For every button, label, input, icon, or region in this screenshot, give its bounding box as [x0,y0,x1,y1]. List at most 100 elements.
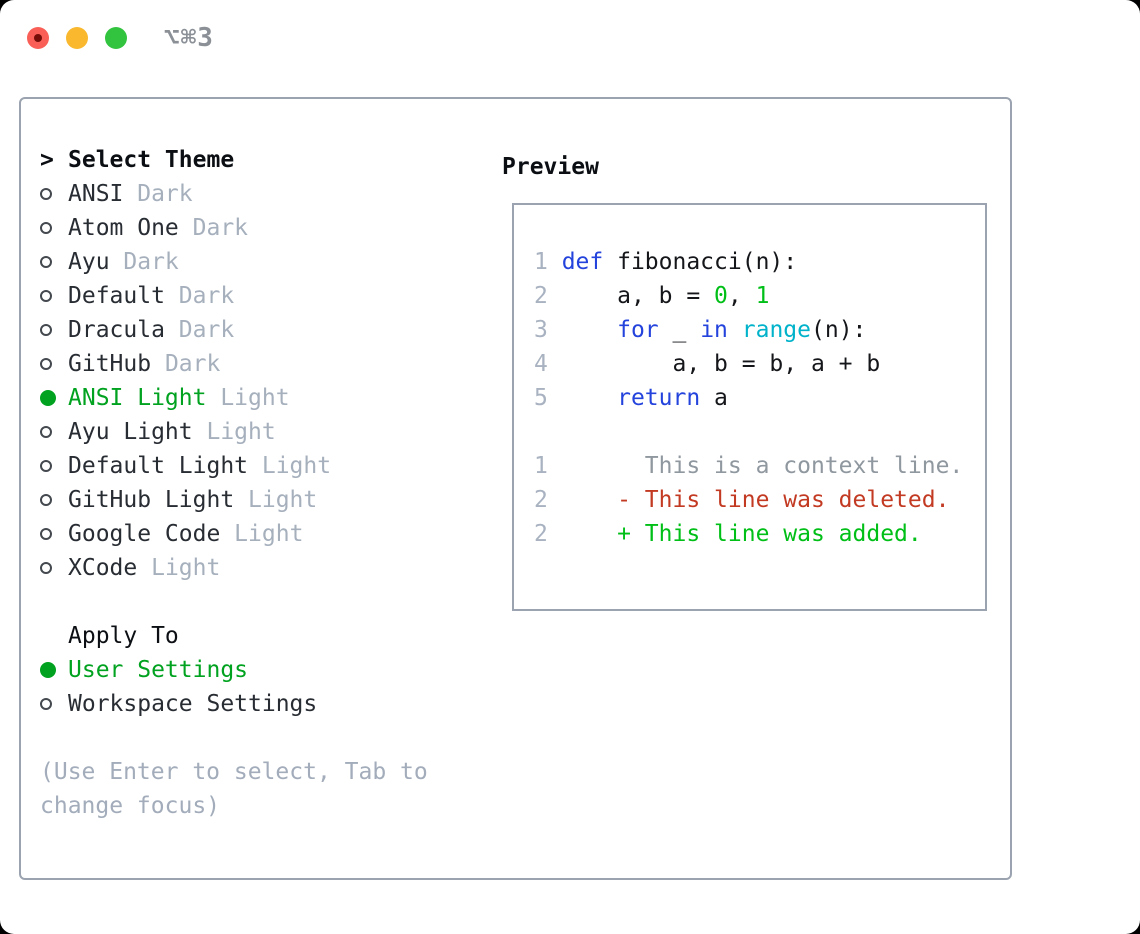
preview-code-line: 1 This is a context line. [534,449,985,483]
item-label: GitHub [68,351,152,377]
radio-selected-icon [40,653,68,687]
line-number: 1 [534,453,562,479]
item-label: Ayu [68,249,110,275]
code-token-kw: return [617,385,701,411]
code-token-fn: range [741,317,811,343]
item-label: Atom One [68,215,179,241]
theme-item-ayu[interactable]: Ayu Dark [40,245,428,279]
code-token-kw: in [700,317,728,343]
code-token-pl: , [727,283,756,309]
preview-code-line: 2 a, b = 0, 1 [534,279,985,313]
code-token-pl: a [700,385,728,411]
item-label: ANSI [68,181,124,207]
code-token-add: + This line was added. [561,521,922,547]
item-variant-label: Light [220,521,304,547]
radio-unselected-icon [40,551,68,585]
preview-code-line: 4 a, b = b, a + b [534,347,985,381]
zoom-button[interactable] [105,26,127,49]
theme-item-ansi-light[interactable]: ANSI Light Light [40,381,428,415]
theme-select-title: Select Theme [68,147,235,173]
line-number: 1 [534,249,562,275]
theme-item-ansi[interactable]: ANSI Dark [40,177,428,211]
radio-unselected-icon [40,483,68,517]
line-number: 5 [534,385,562,411]
theme-select-header: > Select Theme [40,143,428,177]
item-variant-label: Dark [123,181,193,207]
code-token-kw: def [561,249,604,275]
window-controls [27,26,127,49]
item-label: GitHub Light [68,487,235,513]
apply-to-header: Apply To [40,619,428,653]
item-label: Dracula [68,317,165,343]
preview-code-line: 3 for _ in range(n): [534,313,985,347]
line-number: 2 [534,487,562,513]
item-label: Workspace Settings [68,691,318,717]
window-title-shortcut: ⌥⌘3 [164,22,214,53]
spacer [40,585,428,619]
preview-code-line: 5 return a [534,381,985,415]
radio-unselected-icon [40,517,68,551]
code-token-num: 0 [714,283,728,309]
apply-to-title: Apply To [68,623,179,649]
radio-unselected-icon [40,279,68,313]
prompt-marker: > [40,143,68,177]
code-token-pl: (n): [811,317,867,343]
radio-unselected-icon [40,687,68,721]
code-token-pl: a, b = [561,283,715,309]
radio-unselected-icon [40,211,68,245]
preview-code-line: 2 - This line was deleted. [534,483,985,517]
theme-item-github[interactable]: GitHub Dark [40,347,428,381]
item-label: Ayu Light [68,419,193,445]
item-label: XCode [68,555,138,581]
radio-selected-icon [40,381,68,415]
item-variant-label: Light [192,419,276,445]
theme-item-dracula[interactable]: Dracula Dark [40,313,428,347]
theme-item-ayu-light[interactable]: Ayu Light Light [40,415,428,449]
item-variant-label: Light [137,555,221,581]
item-variant-label: Light [206,385,290,411]
minimize-button[interactable] [66,26,88,49]
item-variant-label: Dark [151,351,221,377]
item-variant-label: Dark [109,249,179,275]
preview-title: Preview [502,154,599,180]
apply-to-marker-spacer [40,619,68,653]
radio-unselected-icon [40,449,68,483]
item-variant-label: Light [234,487,318,513]
theme-item-xcode[interactable]: XCode Light [40,551,428,585]
item-label: Default [68,283,165,309]
item-label: User Settings [68,657,249,683]
code-token-pl [562,317,617,343]
code-token-pl [562,385,617,411]
code-token-ctx: This is a context line. [561,453,964,479]
theme-item-default-light[interactable]: Default Light Light [40,449,428,483]
preview-blank-line [534,415,985,449]
apply-option-user-settings[interactable]: User Settings [40,653,428,687]
close-button[interactable] [27,26,49,49]
theme-item-google-code[interactable]: Google Code Light [40,517,428,551]
code-token-pl: _ [658,317,701,343]
item-variant-label: Light [248,453,332,479]
theme-item-default[interactable]: Default Dark [40,279,428,313]
help-text-line-2: change focus) [40,793,221,819]
theme-item-github-light[interactable]: GitHub Light Light [40,483,428,517]
code-token-pl [728,317,742,343]
item-label: Google Code [68,521,221,547]
theme-item-atom-one[interactable]: Atom One Dark [40,211,428,245]
spacer [40,721,428,755]
radio-unselected-icon [40,347,68,381]
item-variant-label: Dark [164,283,235,309]
code-token-del: - This line was deleted. [561,487,950,513]
code-token-kw: for [617,317,659,343]
prompt-char: > [40,147,54,173]
help-text-line-1: (Use Enter to select, Tab to [40,759,428,785]
preview-code-line: 2 + This line was added. [534,517,985,551]
apply-option-workspace-settings[interactable]: Workspace Settings [40,687,428,721]
item-label: ANSI Light [68,385,207,411]
